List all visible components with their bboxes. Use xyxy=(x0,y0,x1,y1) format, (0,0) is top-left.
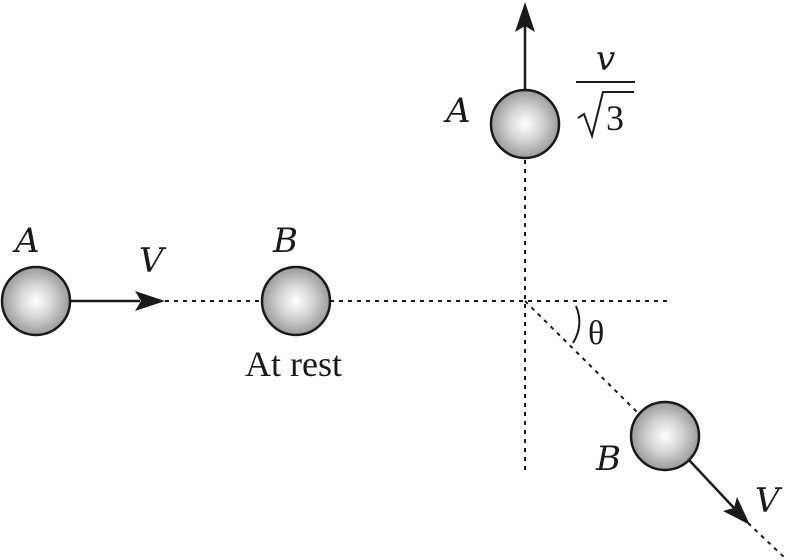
ball-a-initial xyxy=(0,265,72,337)
ball-b-deflection-line xyxy=(524,300,638,413)
label-velocity-initial: V xyxy=(139,241,167,281)
sqrt-sign xyxy=(577,91,634,140)
angle-arc xyxy=(572,305,581,344)
label-ball-a-initial: A xyxy=(12,221,40,261)
velocity-arrow-b-head xyxy=(723,497,750,525)
ball-b-exit-line xyxy=(747,522,786,559)
label-angle-theta: θ xyxy=(588,315,604,352)
label-velocity-a-numerator: v xyxy=(596,39,615,79)
ball-b-initial xyxy=(260,265,332,337)
label-ball-a-final: A xyxy=(443,91,471,131)
label-ball-b-initial: B xyxy=(272,221,298,261)
ball-a-final xyxy=(489,88,561,160)
label-velocity-b-final: V xyxy=(755,481,783,521)
velocity-arrow-initial-head xyxy=(135,291,165,311)
label-at-rest: At rest xyxy=(245,344,342,384)
label-velocity-a-radicand: 3 xyxy=(606,98,624,138)
velocity-arrow-a-head xyxy=(515,2,535,32)
label-ball-b-final: B xyxy=(595,439,621,479)
ball-b-final xyxy=(629,400,701,472)
velocity-arrow-b-shaft xyxy=(688,459,735,509)
